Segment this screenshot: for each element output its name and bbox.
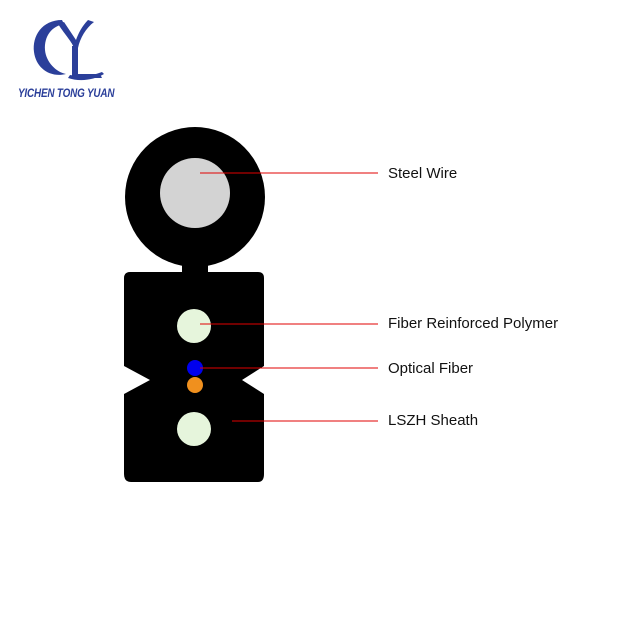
frp-top (177, 309, 211, 343)
label-steel-wire: Steel Wire (388, 165, 458, 182)
logo-mark-icon (33, 20, 104, 81)
logo-text: YICHEN TONG YUAN (18, 88, 115, 100)
cable-body (124, 272, 264, 482)
label-sheath: LSZH Sheath (388, 412, 479, 429)
optical-fiber-orange (187, 377, 203, 393)
steel-wire (160, 158, 230, 228)
company-logo: YICHEN TONG YUAN (18, 14, 118, 109)
label-frp: Fiber Reinforced Polymer (388, 315, 559, 332)
frp-bottom (177, 412, 211, 446)
optical-fiber-blue (187, 360, 203, 376)
label-optical-fiber: Optical Fiber (388, 360, 474, 377)
